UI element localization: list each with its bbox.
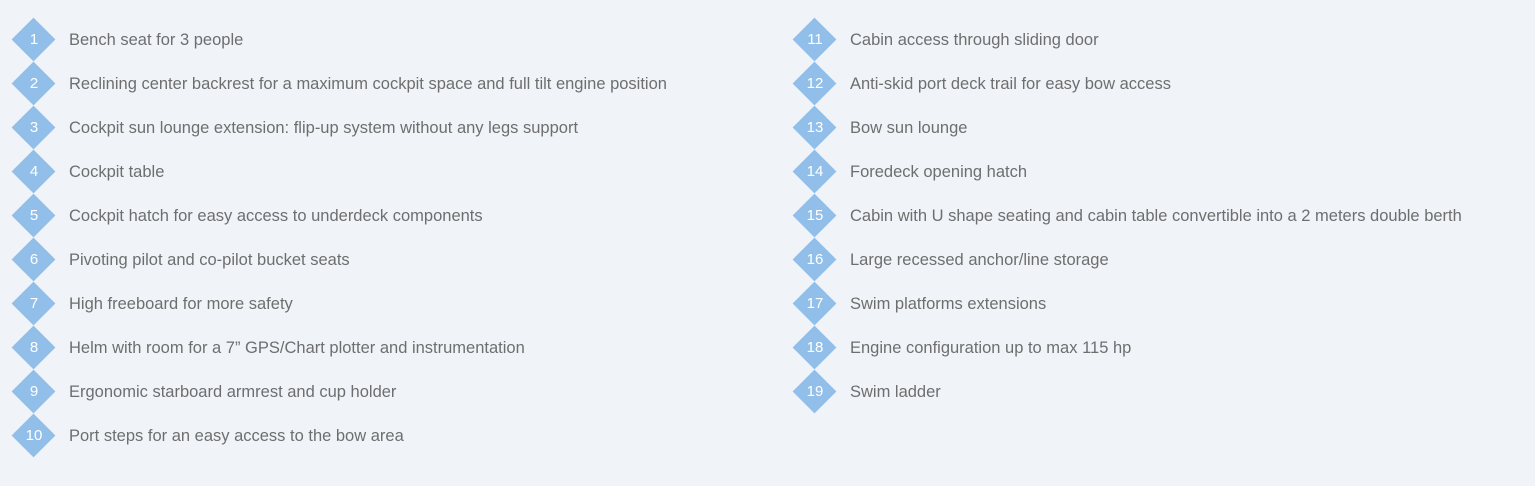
feature-label: Swim platforms extensions <box>850 294 1047 313</box>
feature-label: Cockpit hatch for easy access to underde… <box>69 206 483 225</box>
feature-label: Anti-skid port deck trail for easy bow a… <box>850 74 1171 93</box>
number-badge: 16 <box>792 237 837 282</box>
number-badge: 18 <box>792 325 837 370</box>
number-badge: 12 <box>792 61 837 106</box>
feature-item-1: 1 Bench seat for 3 people <box>11 17 793 62</box>
number-badge: 5 <box>11 193 56 238</box>
feature-column-right: 11 Cabin access through sliding door 12 … <box>792 17 1527 458</box>
feature-label: Bench seat for 3 people <box>69 30 244 49</box>
feature-label: Cabin with U shape seating and cabin tab… <box>850 206 1462 225</box>
feature-number: 7 <box>29 295 39 312</box>
feature-number: 9 <box>29 383 39 400</box>
feature-label: Ergonomic starboard armrest and cup hold… <box>69 382 397 401</box>
feature-label: Pivoting pilot and co-pilot bucket seats <box>69 250 350 269</box>
feature-label: Bow sun lounge <box>850 118 968 137</box>
feature-label: Reclining center backrest for a maximum … <box>69 74 667 93</box>
feature-item-11: 11 Cabin access through sliding door <box>792 17 1527 62</box>
feature-item-12: 12 Anti-skid port deck trail for easy bo… <box>792 61 1527 106</box>
feature-number: 18 <box>806 339 824 356</box>
feature-number: 5 <box>29 207 39 224</box>
feature-number: 2 <box>29 75 39 92</box>
feature-number: 17 <box>806 295 824 312</box>
feature-item-18: 18 Engine configuration up to max 115 hp <box>792 325 1527 370</box>
feature-label: Cabin access through sliding door <box>850 30 1099 49</box>
number-badge: 10 <box>11 413 56 458</box>
feature-label: Large recessed anchor/line storage <box>850 250 1109 269</box>
feature-item-13: 13 Bow sun lounge <box>792 105 1527 150</box>
number-badge: 3 <box>11 105 56 150</box>
number-badge: 11 <box>792 17 837 62</box>
number-badge: 14 <box>792 149 837 194</box>
feature-number: 1 <box>29 31 39 48</box>
feature-item-15: 15 Cabin with U shape seating and cabin … <box>792 193 1527 238</box>
feature-number: 15 <box>806 207 824 224</box>
feature-item-6: 6 Pivoting pilot and co-pilot bucket sea… <box>11 237 793 282</box>
feature-number: 6 <box>29 251 39 268</box>
feature-number: 3 <box>29 119 39 136</box>
feature-column-left: 1 Bench seat for 3 people 2 Reclining ce… <box>11 17 793 458</box>
number-badge: 17 <box>792 281 837 326</box>
number-badge: 1 <box>11 17 56 62</box>
number-badge: 4 <box>11 149 56 194</box>
number-badge: 2 <box>11 61 56 106</box>
feature-item-5: 5 Cockpit hatch for easy access to under… <box>11 193 793 238</box>
feature-item-7: 7 High freeboard for more safety <box>11 281 793 326</box>
feature-number: 14 <box>806 163 824 180</box>
number-badge: 13 <box>792 105 837 150</box>
feature-number: 13 <box>806 119 824 136</box>
feature-label: Cockpit sun lounge extension: flip-up sy… <box>69 118 579 137</box>
feature-label: Helm with room for a 7” GPS/Chart plotte… <box>69 338 525 357</box>
feature-item-9: 9 Ergonomic starboard armrest and cup ho… <box>11 369 793 414</box>
feature-label: Engine configuration up to max 115 hp <box>850 338 1132 357</box>
number-badge: 7 <box>11 281 56 326</box>
feature-number: 8 <box>29 339 39 356</box>
number-badge: 15 <box>792 193 837 238</box>
feature-label: Swim ladder <box>850 382 941 401</box>
feature-number: 4 <box>29 163 39 180</box>
feature-item-10: 10 Port steps for an easy access to the … <box>11 413 793 458</box>
number-badge: 9 <box>11 369 56 414</box>
feature-number: 12 <box>806 75 824 92</box>
feature-list: 1 Bench seat for 3 people 2 Reclining ce… <box>11 17 1527 458</box>
feature-item-14: 14 Foredeck opening hatch <box>792 149 1527 194</box>
feature-item-4: 4 Cockpit table <box>11 149 793 194</box>
feature-label: Port steps for an easy access to the bow… <box>69 426 404 445</box>
feature-number: 16 <box>806 251 824 268</box>
feature-label: Foredeck opening hatch <box>850 162 1028 181</box>
feature-item-3: 3 Cockpit sun lounge extension: flip-up … <box>11 105 793 150</box>
feature-item-17: 17 Swim platforms extensions <box>792 281 1527 326</box>
feature-item-8: 8 Helm with room for a 7” GPS/Chart plot… <box>11 325 793 370</box>
feature-label: Cockpit table <box>69 162 165 181</box>
feature-number: 19 <box>806 383 824 400</box>
feature-label: High freeboard for more safety <box>69 294 293 313</box>
number-badge: 8 <box>11 325 56 370</box>
feature-number: 10 <box>25 427 43 444</box>
feature-item-19: 19 Swim ladder <box>792 369 1527 414</box>
feature-item-2: 2 Reclining center backrest for a maximu… <box>11 61 793 106</box>
feature-item-16: 16 Large recessed anchor/line storage <box>792 237 1527 282</box>
number-badge: 6 <box>11 237 56 282</box>
feature-number: 11 <box>807 31 823 48</box>
number-badge: 19 <box>792 369 837 414</box>
